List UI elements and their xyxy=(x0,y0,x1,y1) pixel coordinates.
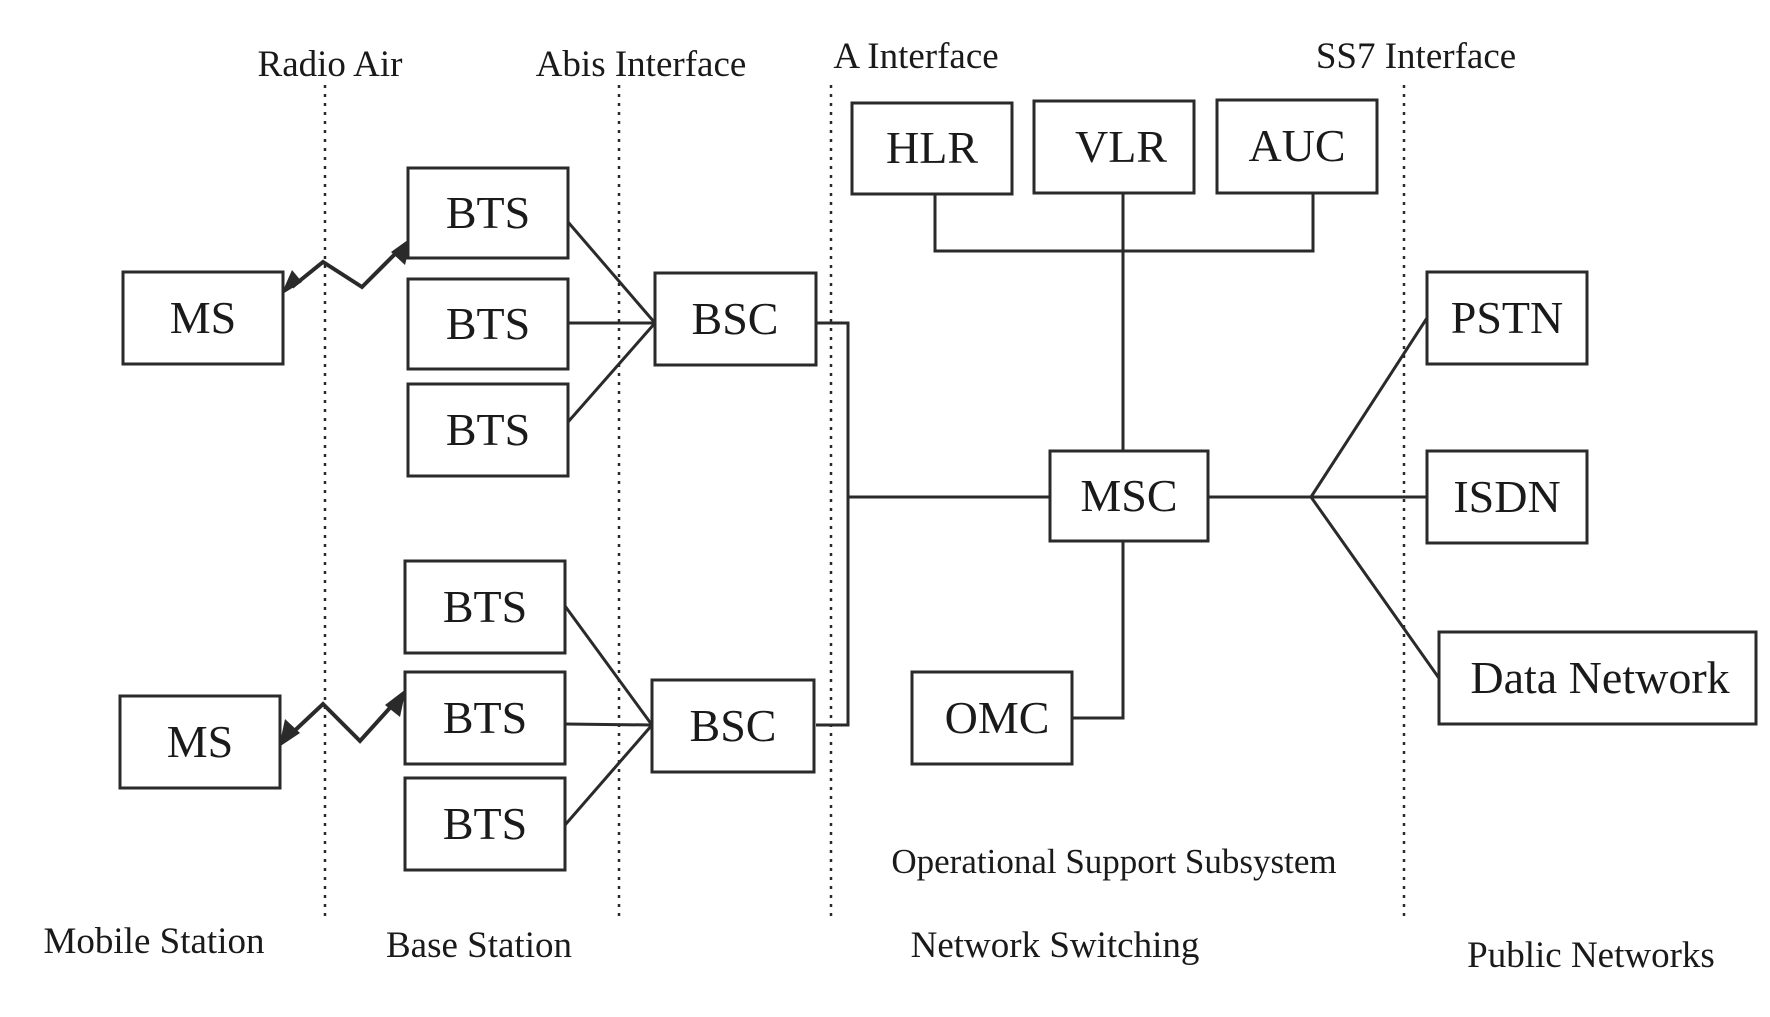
bts-node-6[interactable]: BTS xyxy=(403,776,567,872)
database-msc-links xyxy=(933,193,1315,451)
svg-text:BTS: BTS xyxy=(443,581,527,632)
svg-text:VLR: VLR xyxy=(1075,121,1167,172)
svg-text:BSC: BSC xyxy=(690,700,777,751)
base-station-zone-label: Base Station xyxy=(386,925,572,966)
msc-public-network-links xyxy=(1208,317,1443,682)
hlr-node[interactable]: HLR xyxy=(850,101,1014,196)
oss-label: Operational Support Subsystem xyxy=(891,842,1336,881)
bts-node-4[interactable]: BTS xyxy=(403,559,567,655)
svg-text:BSC: BSC xyxy=(692,293,779,344)
svg-text:BTS: BTS xyxy=(443,798,527,849)
bottom-bts-bsc-links xyxy=(563,605,654,826)
svg-text:OMC: OMC xyxy=(945,692,1050,743)
top-radio-link xyxy=(281,237,412,295)
network-switching-zone-label: Network Switching xyxy=(911,925,1200,966)
bsc-msc-links xyxy=(816,321,1050,727)
vlr-node[interactable]: VLR xyxy=(1032,99,1196,195)
svg-text:BTS: BTS xyxy=(443,692,527,743)
ms-bottom-node[interactable]: MS xyxy=(118,694,282,790)
omc-node[interactable]: OMC xyxy=(910,670,1074,766)
bsc-bottom-node[interactable]: BSC xyxy=(650,678,816,774)
bts-node-1[interactable]: BTS xyxy=(406,166,570,260)
svg-text:AUC: AUC xyxy=(1248,120,1345,171)
svg-text:MSC: MSC xyxy=(1080,470,1177,521)
msc-node[interactable]: MSC xyxy=(1048,449,1210,543)
auc-node[interactable]: AUC xyxy=(1215,98,1379,195)
data-network-node[interactable]: Data Network xyxy=(1437,630,1758,726)
msc-omc-link xyxy=(1072,541,1125,720)
svg-text:BTS: BTS xyxy=(446,298,530,349)
bts-node-3[interactable]: BTS xyxy=(406,382,570,478)
svg-text:MS: MS xyxy=(170,292,236,343)
a-interface-label: A Interface xyxy=(833,36,998,77)
arrow-to-bts-bottom-icon xyxy=(385,689,406,717)
abis-interface-label: Abis Interface xyxy=(536,44,747,85)
svg-text:PSTN: PSTN xyxy=(1451,292,1563,343)
bottom-radio-link xyxy=(279,689,406,747)
bts-node-5[interactable]: BTS xyxy=(403,670,567,766)
arrow-to-ms-top-icon xyxy=(281,270,302,295)
bsc-top-node[interactable]: BSC xyxy=(653,271,818,367)
isdn-node[interactable]: ISDN xyxy=(1425,449,1589,545)
svg-text:ISDN: ISDN xyxy=(1453,471,1560,522)
top-bts-bsc-links xyxy=(566,221,657,423)
arrow-to-ms-bottom-icon xyxy=(279,719,300,747)
svg-text:MS: MS xyxy=(167,716,233,767)
svg-text:HLR: HLR xyxy=(886,122,978,173)
svg-text:BTS: BTS xyxy=(446,187,530,238)
mobile-station-zone-label: Mobile Station xyxy=(44,921,265,962)
svg-text:BTS: BTS xyxy=(446,404,530,455)
ss7-interface-label: SS7 Interface xyxy=(1316,36,1516,77)
ms-top-node[interactable]: MS xyxy=(121,270,285,366)
bts-node-2[interactable]: BTS xyxy=(406,277,570,371)
radio-air-label: Radio Air xyxy=(258,44,403,85)
public-networks-zone-label: Public Networks xyxy=(1467,935,1715,976)
svg-text:Data Network: Data Network xyxy=(1470,652,1729,703)
pstn-node[interactable]: PSTN xyxy=(1425,270,1589,366)
